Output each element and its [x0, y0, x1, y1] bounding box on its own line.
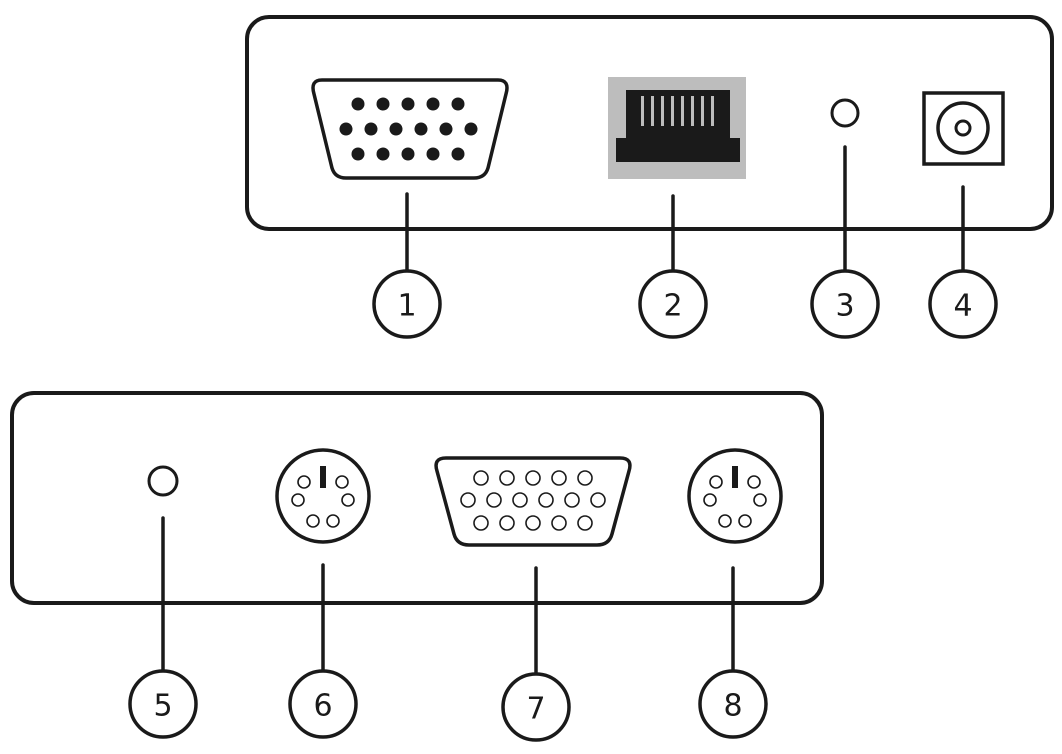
connector-pin	[473, 515, 489, 531]
top-panel	[245, 15, 1054, 273]
connector-pin	[364, 122, 378, 136]
connector-pin	[590, 492, 606, 508]
connector-pin	[577, 515, 593, 531]
callout-number-4: 4	[953, 289, 972, 324]
connector-pin	[376, 147, 390, 161]
connector-pin	[464, 122, 478, 136]
ps2-port-icon	[275, 448, 371, 544]
led-indicator-icon	[147, 465, 179, 497]
callout-number-7: 7	[526, 692, 545, 727]
rj45-contact	[641, 96, 644, 126]
callout-6: 6	[288, 669, 358, 739]
vga-connector-icon	[311, 78, 509, 180]
rj45-contact	[651, 96, 654, 126]
callout-number-6: 6	[313, 689, 332, 724]
dc-power-jack-icon	[922, 91, 1005, 166]
callout-8: 8	[698, 669, 768, 739]
rj45-port-contacts	[641, 96, 714, 126]
vga-port-pins	[460, 470, 606, 531]
ps2-port-icon	[687, 448, 783, 544]
rj45-port-socket	[616, 90, 740, 162]
rj45-contact	[671, 96, 674, 126]
vga-port-icon	[434, 456, 632, 547]
connector-pin	[512, 492, 528, 508]
connector-pin	[414, 122, 428, 136]
connector-pin	[551, 515, 567, 531]
bottom-panel-housing	[10, 391, 824, 605]
connector-pin	[339, 122, 353, 136]
connector-pin	[577, 470, 593, 486]
callout-number-8: 8	[723, 689, 742, 724]
callout-number-2: 2	[663, 289, 682, 324]
connector-pin	[389, 122, 403, 136]
connector-pin	[351, 147, 365, 161]
connector-pin	[473, 470, 489, 486]
connector-pin	[460, 492, 476, 508]
rj45-port-icon	[608, 77, 746, 179]
connector-pin	[486, 492, 502, 508]
rj45-contact	[711, 96, 714, 126]
connector-pin	[525, 470, 541, 486]
connector-pin	[551, 470, 567, 486]
connector-pin	[376, 97, 390, 111]
connector-pin	[451, 97, 465, 111]
callout-number-5: 5	[153, 689, 172, 724]
rj45-contact	[691, 96, 694, 126]
bottom-panel	[10, 391, 824, 674]
connector-pin	[564, 492, 580, 508]
connector-pin	[499, 470, 515, 486]
connector-pin	[538, 492, 554, 508]
connector-pin	[401, 147, 415, 161]
connector-pin	[525, 515, 541, 531]
callout-number-1: 1	[397, 289, 416, 324]
callout-1: 1	[372, 269, 442, 339]
led-indicator-icon	[830, 98, 860, 128]
callout-5: 5	[128, 669, 198, 739]
callout-2: 2	[638, 269, 708, 339]
connector-pin	[426, 147, 440, 161]
connector-pin	[426, 97, 440, 111]
rj45-contact	[681, 96, 684, 126]
rj45-contact	[701, 96, 704, 126]
connector-pin	[351, 97, 365, 111]
callout-7: 7	[501, 672, 571, 742]
rj45-contact	[661, 96, 664, 126]
connector-pin	[439, 122, 453, 136]
callout-4: 4	[928, 269, 998, 339]
connector-pin	[401, 97, 415, 111]
callout-number-3: 3	[835, 289, 854, 324]
callout-3: 3	[810, 269, 880, 339]
connector-pin	[451, 147, 465, 161]
connector-pin	[499, 515, 515, 531]
vga-connector-pins	[339, 97, 478, 161]
